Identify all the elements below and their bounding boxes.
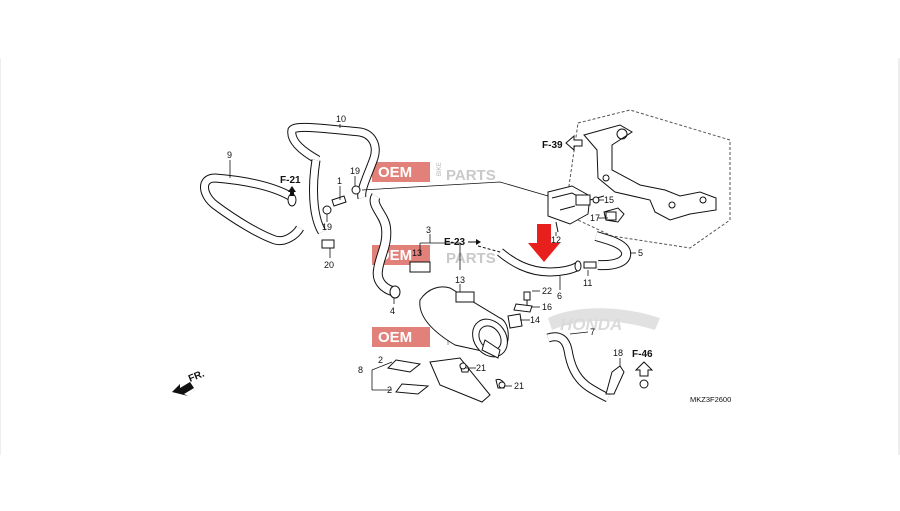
- callout-15: 15: [604, 195, 614, 205]
- hose-7: [546, 332, 611, 403]
- bracket-assembly: [564, 109, 731, 249]
- watermark-top: OEM BIKE PARTS: [372, 162, 496, 184]
- callout-19-top: 19: [350, 166, 360, 176]
- air-injection-valve: [547, 185, 625, 233]
- reference-f39: F-39: [542, 134, 583, 152]
- watermark-oem: OEM: [378, 164, 412, 181]
- cover-bracket-8: [386, 357, 505, 403]
- svg-text:E-23: E-23: [444, 237, 466, 248]
- diagram-code: MKZ3F2600: [690, 395, 731, 404]
- callout-21-top: 21: [476, 363, 486, 373]
- air-chamber-3: [419, 286, 509, 359]
- front-direction-arrow-icon: FR.: [172, 368, 206, 396]
- callout-10: 10: [336, 114, 346, 124]
- watermark-parts: PARTS: [446, 167, 496, 184]
- callout-3: 3: [426, 225, 431, 235]
- callout-4: 4: [390, 306, 395, 316]
- callout-14: 14: [530, 315, 540, 325]
- callout-11: 11: [583, 278, 592, 288]
- callout-7: 7: [590, 327, 595, 337]
- leader-lines: [229, 124, 636, 391]
- watermark-oem: OEM: [378, 329, 412, 346]
- hose-5: [594, 231, 632, 271]
- watermark-honda: HONDA: [560, 315, 622, 334]
- callout-13-right: 13: [455, 275, 465, 285]
- pipe-4: [369, 193, 401, 299]
- svg-text:F-46: F-46: [632, 349, 653, 360]
- callout-13-left: 13: [412, 248, 422, 258]
- front-label: FR.: [187, 368, 206, 384]
- callout-8: 8: [358, 365, 363, 375]
- watermark-middle: OEM PARTS: [372, 245, 496, 267]
- callout-5: 5: [638, 248, 643, 258]
- reference-f46: F-46: [632, 349, 654, 377]
- svg-text:F-21: F-21: [280, 175, 301, 186]
- watermark-bike: BIKE: [437, 162, 443, 176]
- callout-16: 16: [542, 302, 552, 312]
- callout-19-lower: 19: [322, 222, 332, 232]
- watermark-parts: PARTS: [446, 250, 496, 267]
- callout-12: 12: [551, 235, 561, 245]
- honda-wing-logo: HONDA: [548, 308, 660, 334]
- reference-f21: F-21: [280, 175, 301, 196]
- hose-6: [477, 245, 582, 277]
- callout-1: 1: [337, 176, 342, 186]
- callout-20: 20: [324, 260, 334, 270]
- callout-22: 22: [542, 286, 552, 296]
- hose-10: [287, 122, 380, 235]
- svg-text:F-39: F-39: [542, 140, 563, 151]
- callout-2-bottom: 2: [387, 385, 392, 395]
- callout-9: 9: [227, 150, 232, 160]
- hose-9: [200, 173, 304, 246]
- callouts: 10 9 1 19 19 20 3 13 13 4 22 16 14 6 11 …: [227, 114, 643, 395]
- small-fasteners: [287, 185, 649, 395]
- highlight-arrow-icon: [528, 224, 560, 262]
- callout-17: 17: [590, 213, 600, 223]
- reference-e23: E-23: [444, 237, 481, 248]
- callout-2-top: 2: [378, 355, 383, 365]
- callout-21-bottom: 21: [514, 381, 524, 391]
- callout-18: 18: [613, 348, 623, 358]
- callout-6: 6: [557, 291, 562, 301]
